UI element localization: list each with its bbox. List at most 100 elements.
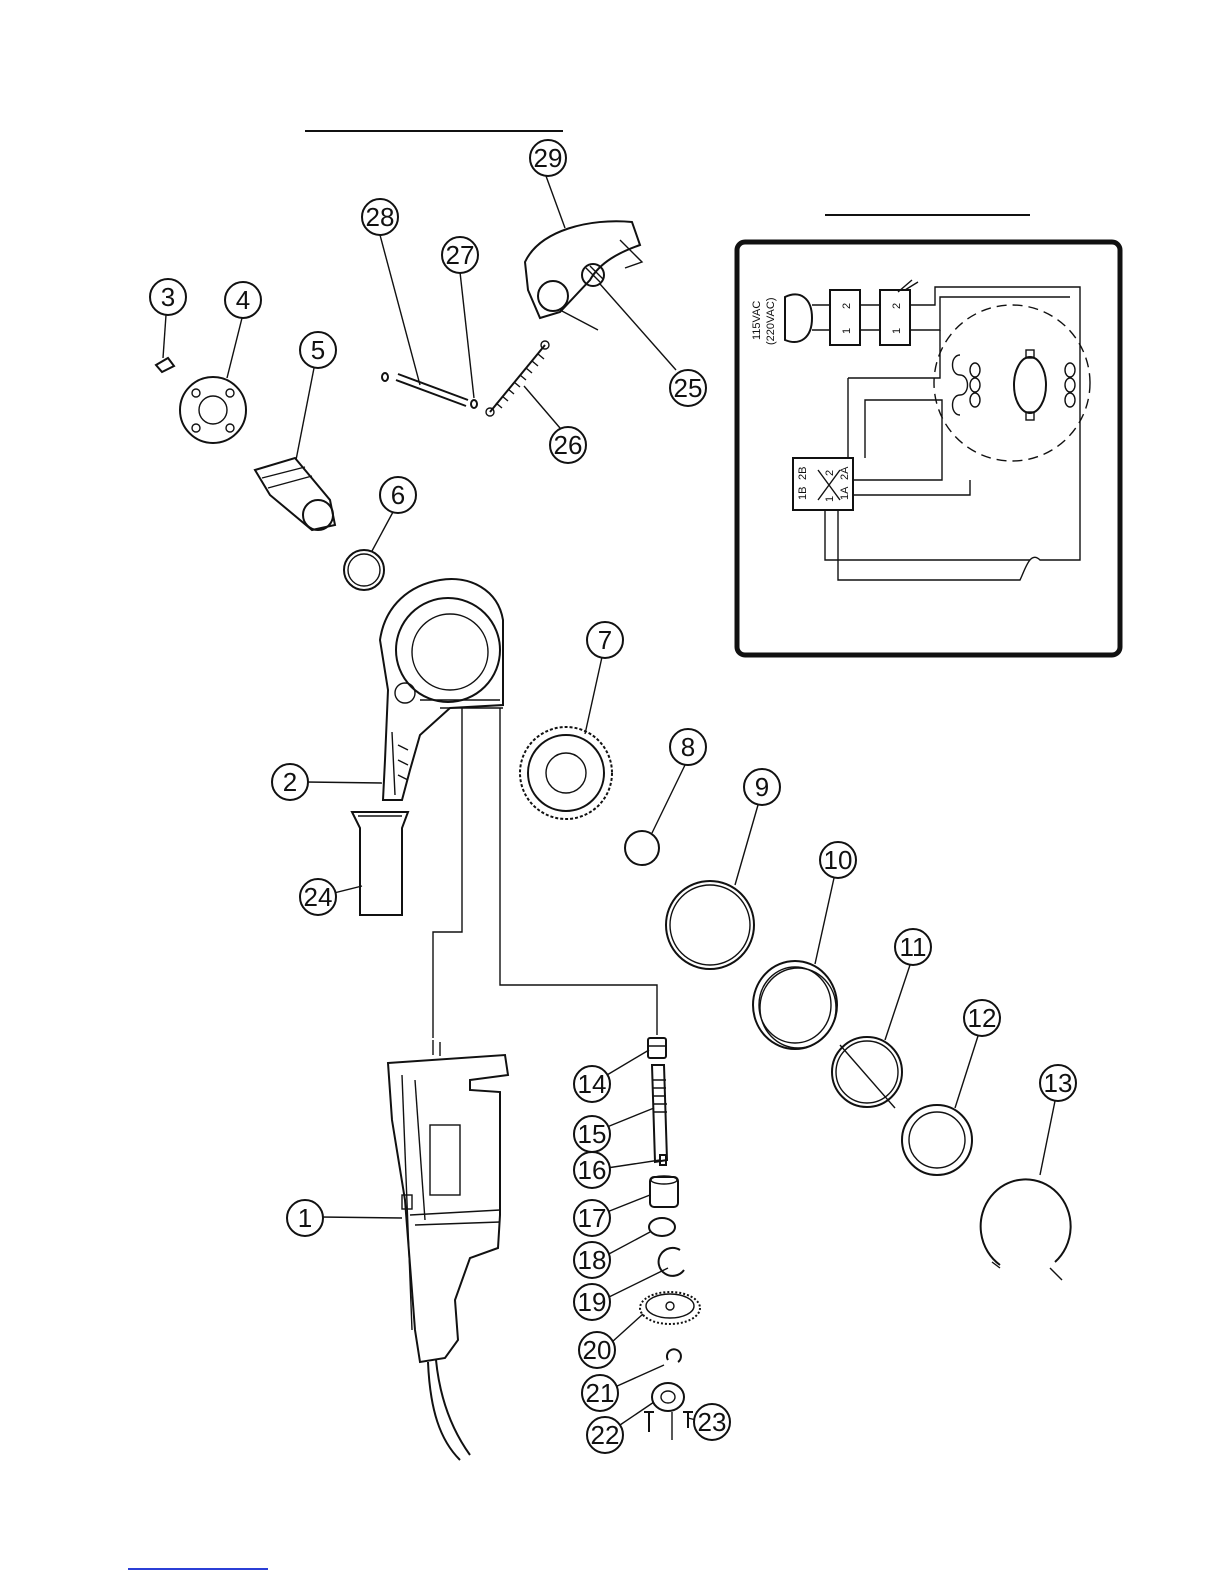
- part-11: [832, 1037, 902, 1108]
- callout-16: 16: [574, 1152, 660, 1188]
- svg-text:13: 13: [1044, 1068, 1073, 1098]
- callout-20: 20: [579, 1314, 643, 1368]
- svg-text:1: 1: [298, 1203, 312, 1233]
- part-15: [652, 1065, 667, 1162]
- callout-2: 2: [272, 764, 382, 800]
- svg-text:9: 9: [755, 772, 769, 802]
- svg-text:25: 25: [674, 373, 703, 403]
- callout-11: 11: [885, 929, 931, 1040]
- switch-label-1: 1: [824, 496, 836, 502]
- switch-label-2: 2: [824, 470, 836, 476]
- callout-8: 8: [652, 729, 706, 833]
- part-19: [659, 1248, 684, 1276]
- part-21: [667, 1349, 681, 1362]
- field-coil-right: [1065, 363, 1075, 407]
- part-27: [382, 373, 477, 408]
- callout-3: 3: [150, 279, 186, 358]
- svg-text:11: 11: [900, 932, 927, 962]
- part-6: [344, 550, 384, 590]
- callout-25: 25: [600, 284, 706, 406]
- svg-text:15: 15: [578, 1119, 607, 1149]
- part-22: [652, 1383, 684, 1440]
- power-plug: [785, 295, 812, 342]
- switch-label-1a: 1A: [839, 486, 851, 500]
- part-17: [650, 1176, 678, 1207]
- svg-text:16: 16: [578, 1155, 607, 1185]
- part-gear-case: [380, 579, 503, 800]
- wiring-diagram: 115VAC (220VAC) 1 2 1 2 2B 1B 2 1 2A 1A: [737, 242, 1120, 655]
- callout-5: 5: [296, 332, 336, 460]
- part-18: [649, 1218, 675, 1236]
- capacitor-terminal-2: 2: [891, 303, 903, 309]
- capacitor-terminal-1: 1: [891, 328, 903, 334]
- svg-text:8: 8: [681, 732, 695, 762]
- callout-6: 6: [372, 477, 416, 551]
- svg-text:12: 12: [968, 1003, 997, 1033]
- terminal-block-plug: [830, 290, 860, 345]
- svg-text:21: 21: [586, 1378, 615, 1408]
- svg-text:20: 20: [583, 1335, 612, 1365]
- part-housing: [388, 1040, 508, 1460]
- callout-13: 13: [1040, 1065, 1076, 1175]
- field-coil-left: [953, 355, 981, 415]
- callout-14: 14: [574, 1050, 649, 1102]
- motor-field: [934, 305, 1090, 461]
- svg-text:28: 28: [366, 202, 395, 232]
- plug-terminal-2: 2: [841, 303, 853, 309]
- part-14: [648, 1038, 666, 1058]
- part-10: [753, 961, 837, 1049]
- svg-text:3: 3: [161, 282, 175, 312]
- part-9: [666, 881, 754, 969]
- terminal-block-capacitor: [880, 290, 910, 345]
- callout-24: 24: [300, 879, 362, 915]
- callout-28: 28: [362, 199, 420, 385]
- callout-17: 17: [574, 1195, 650, 1236]
- callout-23: 23: [688, 1404, 730, 1440]
- callout-1: 1: [287, 1200, 402, 1236]
- part-7: [520, 727, 612, 819]
- svg-text:7: 7: [598, 625, 612, 655]
- svg-text:22: 22: [591, 1420, 620, 1450]
- part-28: [396, 374, 468, 406]
- part-23: [644, 1412, 693, 1432]
- assembly-line-left: [433, 708, 462, 1038]
- part-5: [255, 458, 335, 530]
- voltage-label-line1: 115VAC: [751, 301, 763, 340]
- part-8: [625, 831, 659, 865]
- voltage-label-line2: (220VAC): [765, 298, 777, 345]
- callout-15: 15: [574, 1108, 654, 1152]
- svg-text:14: 14: [578, 1069, 607, 1099]
- svg-text:27: 27: [446, 240, 475, 270]
- svg-text:10: 10: [824, 845, 853, 875]
- part-3: [156, 358, 174, 372]
- svg-text:17: 17: [578, 1203, 607, 1233]
- svg-text:19: 19: [578, 1287, 607, 1317]
- part-13: [981, 1179, 1071, 1280]
- wiring-frame: [737, 242, 1120, 655]
- footer-link-underline[interactable]: [128, 1568, 268, 1570]
- callout-27: 27: [442, 237, 478, 398]
- part-12: [902, 1105, 972, 1175]
- callout-12: 12: [955, 1000, 1000, 1108]
- svg-text:24: 24: [304, 882, 333, 912]
- part-4: [180, 377, 246, 443]
- svg-text:23: 23: [698, 1407, 727, 1437]
- part-20: [640, 1292, 700, 1324]
- switch-label-2a: 2A: [839, 466, 851, 480]
- svg-text:2: 2: [283, 767, 297, 797]
- callout-9: 9: [735, 769, 780, 885]
- callout-7: 7: [585, 622, 623, 734]
- switch-block: [793, 458, 853, 510]
- svg-text:29: 29: [534, 143, 563, 173]
- callout-29: 29: [530, 140, 566, 228]
- switch-label-2b: 2B: [797, 467, 809, 480]
- svg-text:6: 6: [391, 480, 405, 510]
- motor-armature: [1014, 357, 1046, 413]
- part-29: [525, 221, 642, 330]
- callout-18: 18: [574, 1232, 650, 1278]
- callout-26: 26: [524, 386, 586, 463]
- svg-text:26: 26: [554, 430, 583, 460]
- svg-text:18: 18: [578, 1245, 607, 1275]
- switch-label-1b: 1B: [797, 487, 809, 500]
